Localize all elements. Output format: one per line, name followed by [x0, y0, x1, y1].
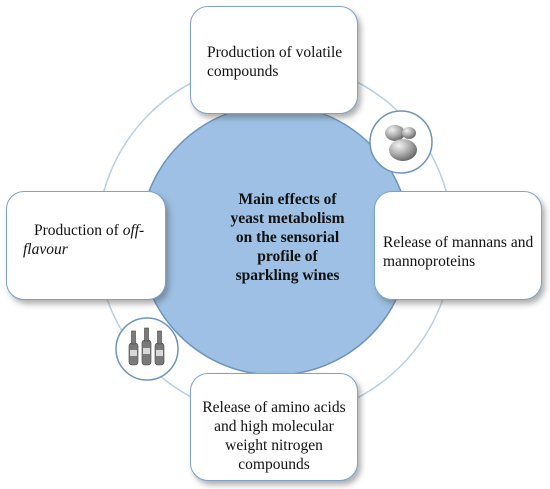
center-title: Main effects of yeast metabolism on the … [205, 190, 370, 285]
wine-bottles-icon [115, 317, 179, 381]
box-line: compounds [238, 456, 310, 473]
center-line: profile of [257, 248, 318, 265]
box-line: weight nitrogen [225, 437, 323, 454]
box-line: Production of volatile [207, 44, 343, 61]
box-line-text: Production of [34, 222, 123, 239]
center-line: on the sensorial [235, 229, 340, 246]
box-line: Production of off- [34, 221, 144, 240]
box-line-italic: off- [122, 222, 145, 239]
box-line-italic: flavour [23, 241, 68, 258]
box-line: Release of amino acids [202, 399, 346, 416]
box-line: mannoproteins [383, 253, 476, 270]
center-line: Main effects of [238, 191, 337, 208]
box-line: Release of mannans and [383, 234, 534, 251]
box-line: compounds [207, 63, 279, 80]
box-mannans: Release of mannans and mannoproteins [374, 191, 542, 300]
yeast-cells-icon [369, 110, 433, 174]
box-off-flavour: Production of off- flavour [6, 191, 166, 300]
box-amino-acids: Release of amino acids and high molecula… [190, 373, 358, 481]
box-line: and high molecular [214, 418, 334, 435]
center-line: sparkling wines [235, 267, 340, 284]
box-volatile-compounds: Production of volatile compounds [190, 6, 358, 114]
center-line: yeast metabolism [230, 210, 345, 227]
